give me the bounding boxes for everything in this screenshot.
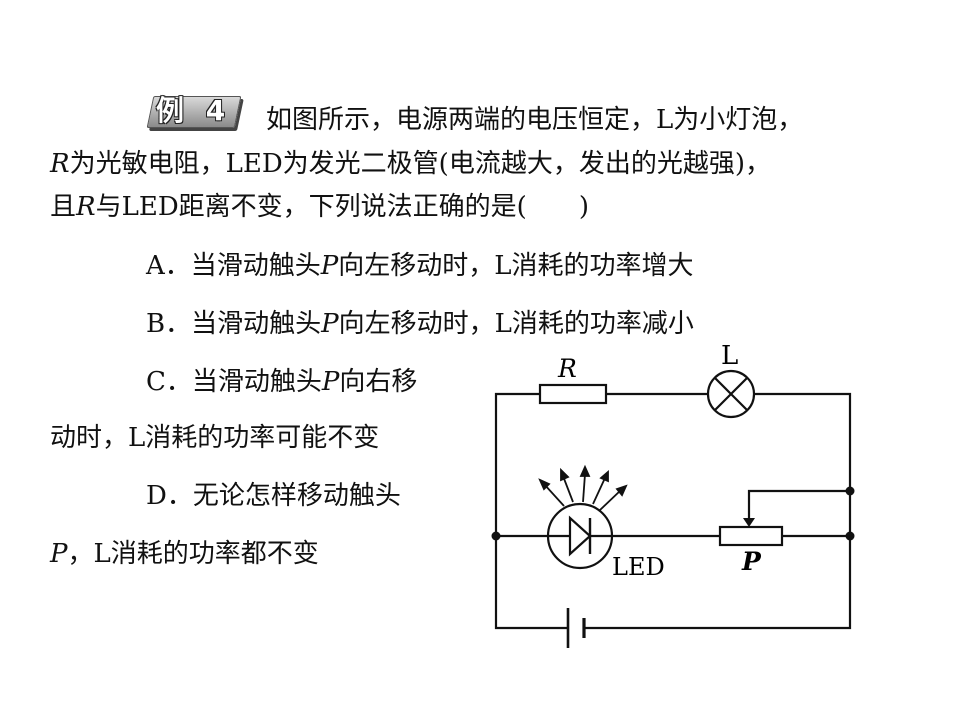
- question-line-3: 且R与LED距离不变，下列说法正确的是( ): [50, 192, 589, 222]
- photoresistor-symbol: R: [50, 149, 70, 179]
- example-badge: 例 4: [146, 92, 242, 132]
- rheostat-label: P: [741, 547, 762, 576]
- photoresistor: [538, 383, 608, 405]
- light-rays: [538, 464, 628, 511]
- option-c-continued: 动时，L消耗的功率可能不变: [50, 423, 380, 453]
- option-d-continued: P，L消耗的功率都不变: [50, 539, 319, 569]
- wire-top-right: [754, 392, 852, 536]
- question-line-1: 如图所示，电源两端的电压恒定，L为小灯泡，: [266, 105, 804, 135]
- wire-bottom: [494, 536, 852, 630]
- rheostat: [718, 525, 784, 547]
- lamp-label: L: [721, 341, 738, 371]
- question-line-2: R为光敏电阻，LED为发光二极管(电流越大，发出的光越强)，: [50, 149, 771, 179]
- junctions: [491, 486, 855, 541]
- option-a[interactable]: A．当滑动触头P向左移动时，L消耗的功率增大: [146, 251, 694, 281]
- option-c[interactable]: C．当滑动触头P向右移: [146, 367, 418, 397]
- led: [546, 502, 614, 570]
- slider-arrow: [743, 518, 755, 527]
- photoresistor-label: R: [557, 354, 577, 383]
- lamp: [706, 369, 756, 419]
- option-d[interactable]: D．无论怎样移动触头: [146, 481, 401, 511]
- slider-wire: [747, 489, 850, 520]
- led-label: LED: [612, 553, 665, 581]
- wire-top-left: [494, 392, 540, 536]
- example-badge-label: 例 4: [156, 94, 232, 127]
- option-b[interactable]: B．当滑动触头P向左移动时，L消耗的功率减小: [146, 309, 694, 339]
